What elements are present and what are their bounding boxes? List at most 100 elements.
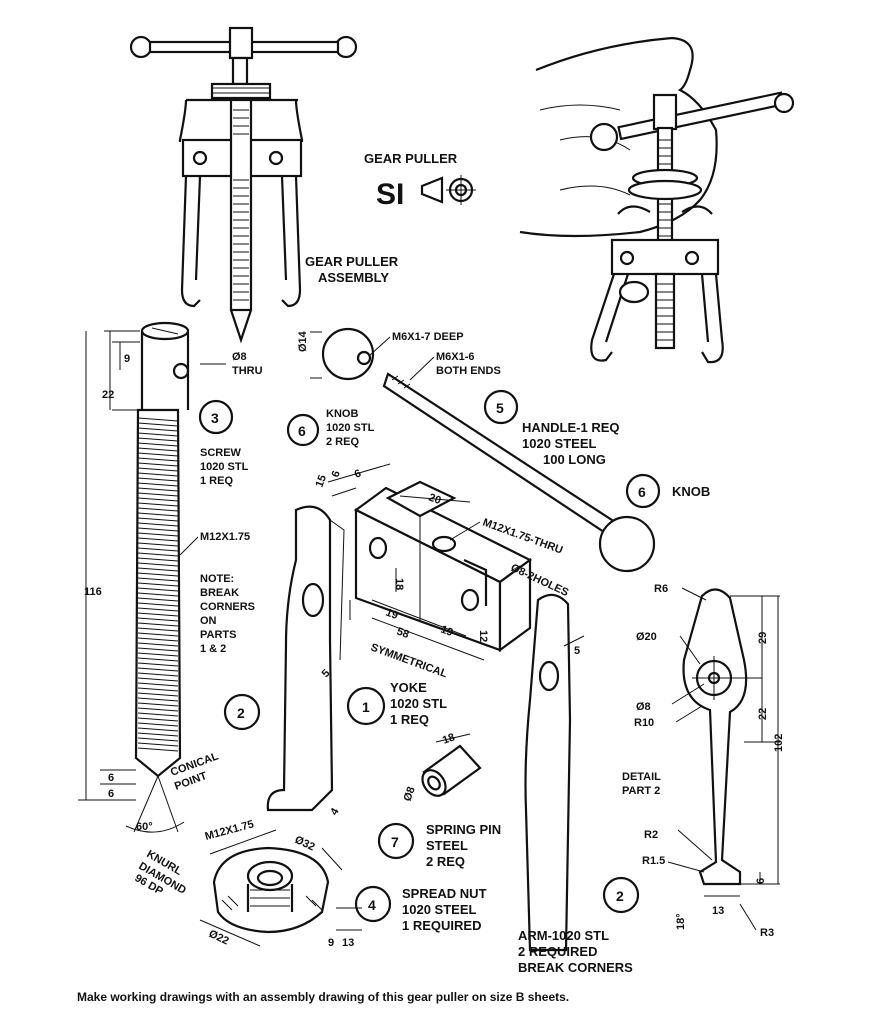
bubble-5-handle: 5 [483,389,519,425]
knob-qty: 2 REQ [326,436,359,448]
arm-note: BREAK CORNERS [518,960,633,975]
knob-name: KNOB [326,408,358,420]
yoke-dim-18: 18 [393,578,405,590]
detail-r6: R6 [654,583,668,595]
yoke-dim-6a: 6 [330,469,343,479]
handle-length: 100 LONG [543,452,606,467]
detail-title-1: DETAIL [622,771,661,783]
handle-part [382,372,656,573]
screw-dim-9: 9 [124,353,130,365]
svg-text:5: 5 [496,400,504,416]
svg-text:Ø8: Ø8 [402,785,418,803]
yoke-dim-19b: 19 [439,624,455,639]
screw-material: 1020 STL [200,461,249,473]
arm-qty: 2 REQUIRED [518,944,597,959]
pin-name: SPRING PIN [426,822,501,837]
note-line-1: NOTE: [200,573,234,585]
arm-name: ARM-1020 STL [518,928,609,943]
handle-name: HANDLE-1 REQ [522,420,620,435]
knob-material: 1020 STL [326,422,375,434]
nut-material: 1020 STEEL [402,902,476,917]
nut-id: Ø22 [207,928,231,948]
knob-ref-label: KNOB [672,484,710,499]
detail-r2: R2 [644,829,658,841]
svg-text:4: 4 [368,897,376,913]
bubble-7-spring-pin: 7 [377,822,415,860]
nut-dim-9: 9 [328,937,334,949]
screw-dim-116: 116 [84,586,102,598]
arm-left-part: 5 4 [266,505,345,818]
svg-text:SI: SI [376,178,404,211]
svg-text:7: 7 [391,834,399,850]
third-angle-symbol: SI [376,175,476,211]
knob-part: Ø14 [297,327,375,381]
note-line-2: BREAK [200,587,239,599]
svg-text:6: 6 [298,423,306,439]
bubble-1-yoke: 1 [346,686,386,726]
note-line-5: PARTS [200,629,236,641]
detail-dim-22: 22 [757,708,769,720]
yoke-dim-19a: 19 [384,607,400,622]
yoke-dim-12: 12 [477,630,489,642]
svg-text:6: 6 [638,484,646,500]
screw-hole-thru: THRU [232,365,263,377]
screw-qty: 1 REQ [200,475,233,487]
pin-material: STEEL [426,838,468,853]
yoke-symmetrical: SYMMETRICAL [369,642,449,681]
detail-part-2 [667,587,780,931]
detail-dim-6: 6 [755,878,767,884]
yoke-qty: 1 REQ [390,712,429,727]
spread-nut-part [199,829,362,947]
screw-dim-60deg: 60° [136,821,153,833]
detail-d20: Ø20 [636,631,657,643]
caption: Make working drawings with an assembly d… [77,990,570,1004]
knob-thread: M6X1-7 DEEP [392,331,464,343]
note-line-6: 1 & 2 [200,643,226,655]
sheet-title: GEAR PULLER [364,151,458,166]
assembly-label-1: GEAR PULLER [305,254,399,269]
bubble-4-spread-nut: 4 [354,885,392,923]
yoke-dim-58: 58 [395,626,411,641]
screw-thread: M12X1.75 [200,531,250,543]
yoke-dim-15: 15 [314,473,329,489]
yoke-name: YOKE [390,680,427,695]
bubble-2-arm-left: 2 [223,693,261,731]
nut-thread: M12X1.75 [204,818,256,843]
yoke-part [327,463,533,661]
nut-dim-13: 13 [342,937,354,949]
note-line-4: ON [200,615,217,627]
nut-name: SPREAD NUT [402,886,487,901]
screw-dim-22: 22 [102,389,114,401]
handle-material: 1020 STEEL [522,436,596,451]
yoke-dim-6b: 6 [353,467,363,480]
handle-thread-1: M6X1-6 [436,351,475,363]
assembly-label-2: ASSEMBLY [318,270,389,285]
spring-pin-part: 18 Ø8 [402,731,482,803]
arm-dim-5: 5 [574,645,580,657]
svg-text:Ø14: Ø14 [297,330,309,352]
handle-thread-2: BOTH ENDS [436,365,501,377]
bubble-6-knob: 6 [286,413,320,447]
bubble-2-arm-right: 2 [602,876,640,914]
detail-r1-5: R1.5 [642,855,665,867]
svg-text:1: 1 [362,699,370,715]
svg-text:3: 3 [211,410,219,426]
bubble-6-knob-ref: 6 [625,473,661,509]
bubble-3-screw: 3 [198,399,234,435]
arm-right-part: 5 [524,593,585,952]
detail-title-2: PART 2 [622,785,660,797]
nut-od: Ø32 [293,834,317,854]
svg-text:2: 2 [237,705,245,721]
svg-text:2: 2 [616,888,624,904]
screw-name: SCREW [200,447,242,459]
detail-dim-18deg: 18° [675,913,687,930]
nut-qty: 1 REQUIRED [402,918,481,933]
screw-hole-dia: Ø8 [232,351,247,363]
screw-dim-6a: 6 [108,772,114,784]
screw-part [78,321,226,833]
note-line-3: CORNERS [200,601,255,613]
hand-pictorial [519,36,795,364]
assembly-view [129,26,358,344]
detail-dim-102: 102 [773,734,785,752]
